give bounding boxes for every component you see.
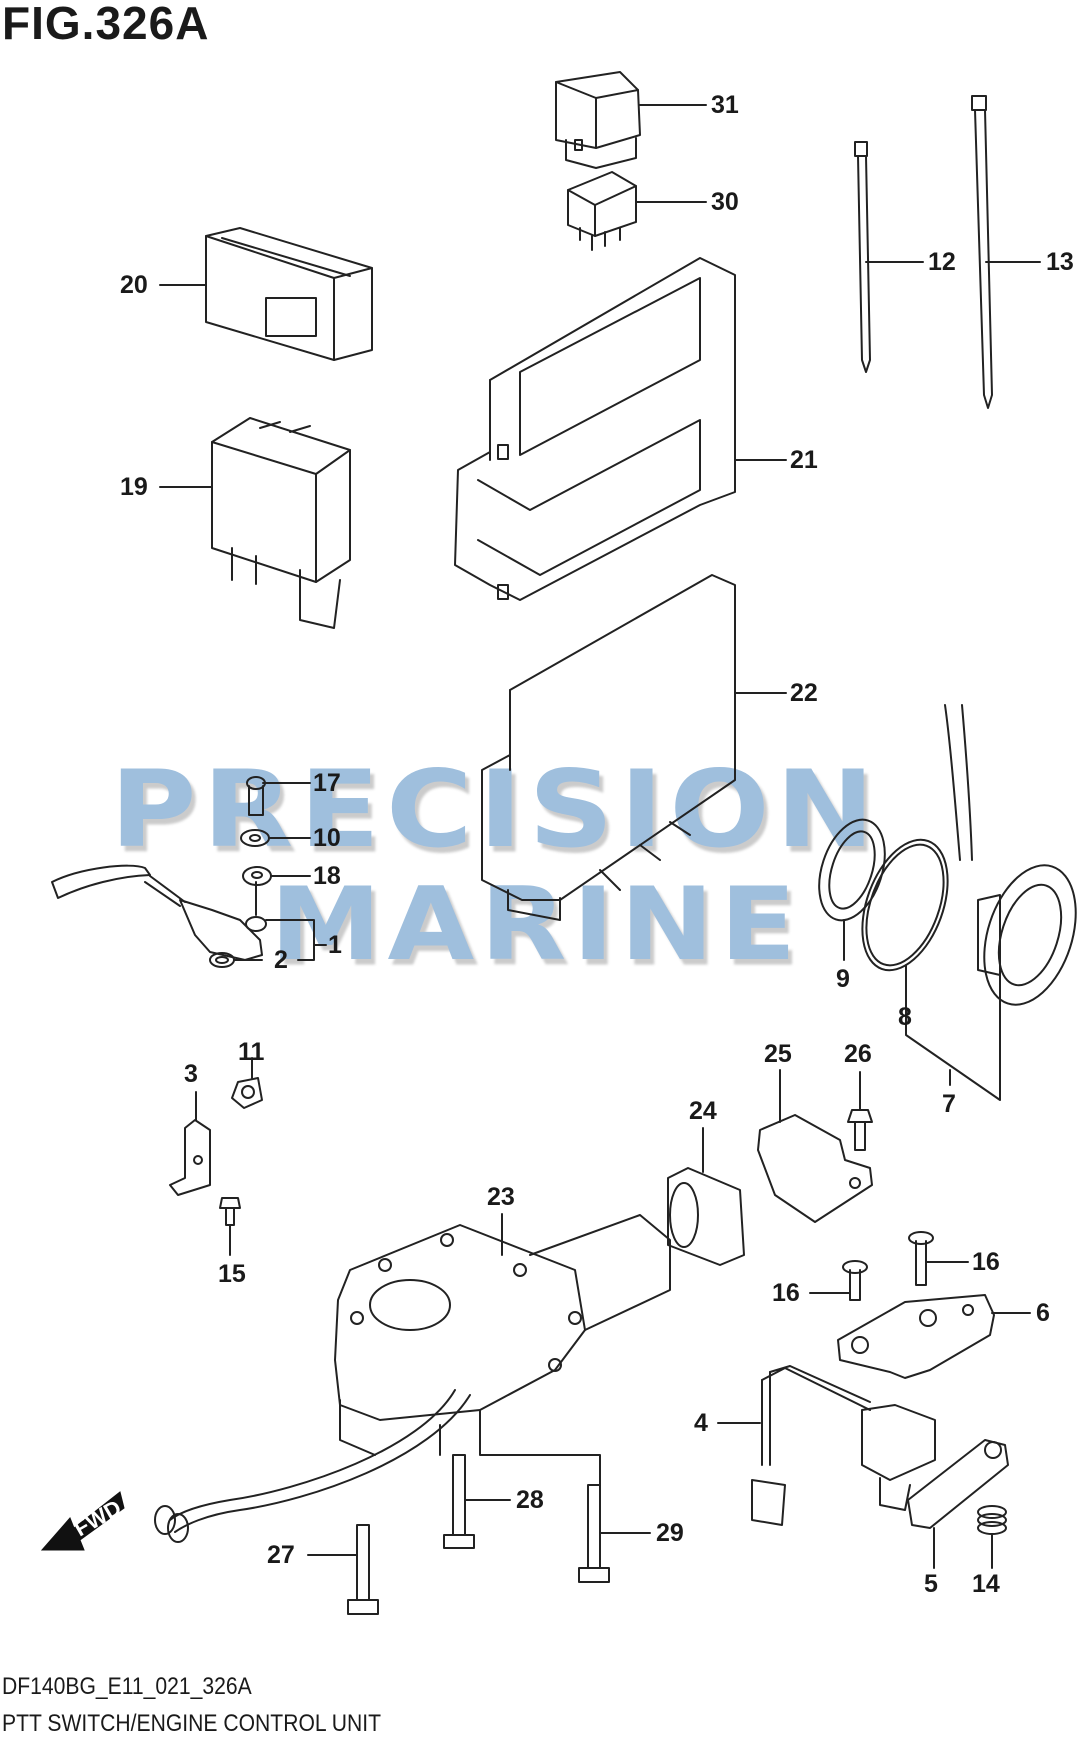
figure-code: DF140BG_E11_021_326A — [2, 1673, 252, 1700]
bolt-15-icon — [219, 1197, 241, 1226]
callout-16-left: 16 — [772, 1279, 800, 1307]
callout-2: 2 — [274, 946, 288, 974]
spring-14-icon — [977, 1505, 1007, 1535]
bolt-26-icon — [847, 1109, 873, 1151]
callout-4: 4 — [694, 1409, 708, 1437]
plate-6-icon — [837, 1294, 995, 1379]
clamp-11-icon — [231, 1077, 263, 1109]
o-ring-8-icon — [861, 838, 949, 972]
callout-15: 15 — [218, 1260, 246, 1288]
bolt-28-icon — [443, 1454, 475, 1549]
callout-12: 12 — [928, 248, 956, 276]
callout-29: 29 — [656, 1519, 684, 1547]
callout-22: 22 — [790, 679, 818, 707]
bracket-3-icon — [169, 1119, 211, 1196]
callout-1: 1 — [328, 931, 342, 959]
callout-23: 23 — [487, 1183, 515, 1211]
callout-26: 26 — [844, 1040, 872, 1068]
callout-5: 5 — [924, 1570, 938, 1598]
figure-name: PTT SWITCH/ENGINE CONTROL UNIT — [2, 1710, 382, 1737]
callout-20: 20 — [120, 271, 148, 299]
cover-24-icon — [667, 1167, 745, 1266]
cable-tie-12-icon — [854, 141, 871, 373]
callout-21: 21 — [790, 446, 818, 474]
callout-27: 27 — [267, 1541, 295, 1569]
callout-24: 24 — [689, 1097, 717, 1125]
washer-10-icon — [240, 829, 270, 847]
figure-title: FIG.326A — [2, 0, 210, 49]
ptt-motor-23-icon — [154, 1214, 671, 1543]
callout-19: 19 — [120, 473, 148, 501]
callout-8: 8 — [898, 1003, 912, 1031]
ptt-switch-7-icon — [944, 704, 1077, 1006]
callout-6: 6 — [1036, 1299, 1050, 1327]
screw-16b-icon — [908, 1231, 934, 1286]
case-20-icon — [205, 227, 373, 361]
callout-31: 31 — [711, 91, 739, 119]
ecu-22-icon — [481, 574, 736, 921]
callout-10: 10 — [313, 824, 341, 852]
callout-18: 18 — [313, 862, 341, 890]
relay-31-icon — [555, 71, 641, 169]
bolt-29-icon — [578, 1484, 610, 1583]
fwd-arrow-icon: FWD — [40, 1491, 126, 1551]
callout-3: 3 — [184, 1060, 198, 1088]
cable-tie-13-icon — [971, 95, 993, 409]
watermark-marine: MARINE — [270, 866, 803, 984]
callout-14: 14 — [972, 1570, 1000, 1598]
control-module-19-icon — [211, 417, 351, 629]
ecu-bracket-21-icon — [454, 257, 736, 601]
clamp-25-icon — [757, 1114, 873, 1223]
bolt-27-icon — [347, 1524, 379, 1615]
callout-17: 17 — [313, 769, 341, 797]
callout-13: 13 — [1046, 248, 1074, 276]
trim-sensor-1-icon — [51, 864, 267, 961]
screw-16a-icon — [842, 1260, 868, 1301]
watermark-precision: PRECISION — [110, 746, 881, 872]
callout-9: 9 — [836, 965, 850, 993]
callout-11: 11 — [238, 1038, 265, 1066]
lever-5-icon — [907, 1439, 1009, 1529]
relay-30-icon — [567, 171, 637, 251]
grommet-9-icon — [818, 818, 886, 922]
callout-30: 30 — [711, 188, 739, 216]
fwd-arrow: FWD — [40, 1478, 130, 1563]
callout-28: 28 — [516, 1486, 544, 1514]
callout-25: 25 — [764, 1040, 792, 1068]
callout-7: 7 — [942, 1090, 956, 1118]
callout-16-right: 16 — [972, 1248, 1000, 1276]
ptt-switch-harness-4-icon — [751, 1365, 936, 1526]
leader-lines — [159, 104, 1041, 1569]
